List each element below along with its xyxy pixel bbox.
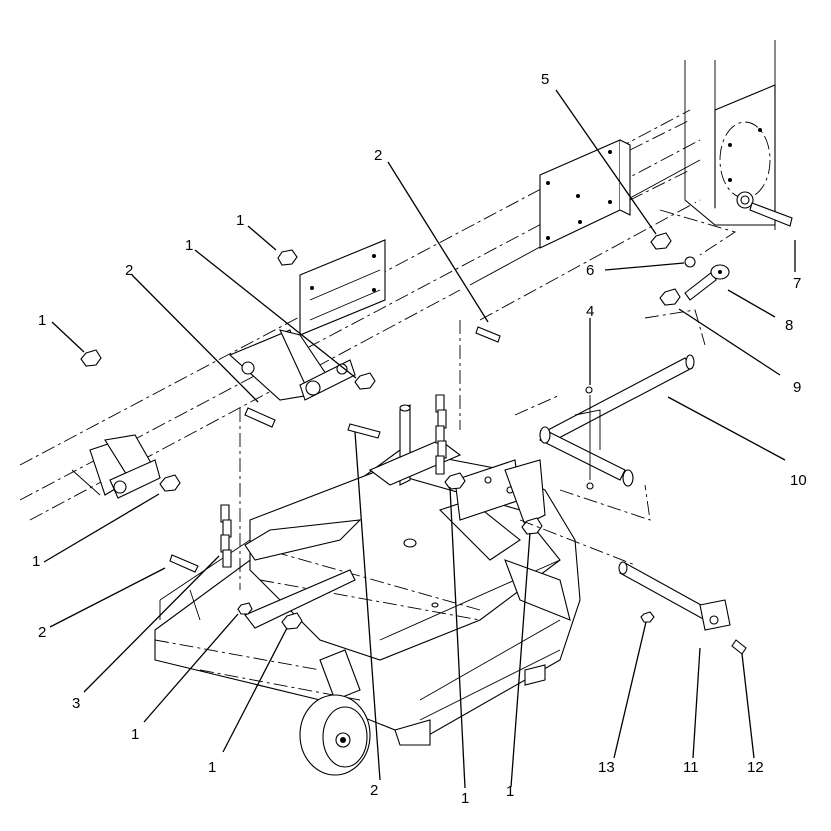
callout-7: 7 — [793, 275, 801, 292]
callout-4: 4 — [586, 303, 594, 320]
bolts — [169, 326, 747, 655]
leader-lines — [43, 89, 796, 789]
callout-1: 1 — [461, 790, 469, 807]
callout-labels: 1 2 1 1 2 5 6 7 4 8 9 10 1 2 3 1 1 2 1 1… — [32, 71, 807, 807]
callout-10: 10 — [790, 472, 807, 489]
callout-1: 1 — [236, 212, 244, 229]
mower-deck — [154, 449, 581, 746]
callout-5: 5 — [541, 71, 549, 88]
front-wheel — [299, 649, 371, 776]
left-hanger-bracket — [71, 434, 161, 499]
mid-hanger-bracket — [228, 329, 356, 401]
callout-11: 11 — [683, 759, 699, 776]
callout-9: 9 — [793, 379, 801, 396]
callout-2: 2 — [38, 624, 46, 641]
callout-6: 6 — [586, 262, 594, 279]
callout-8: 8 — [785, 317, 793, 334]
callout-2: 2 — [374, 147, 382, 164]
pivot-shaft — [519, 519, 731, 631]
callout-3: 3 — [72, 695, 80, 712]
callout-1: 1 — [506, 783, 514, 800]
callout-12: 12 — [747, 759, 764, 776]
callout-2: 2 — [125, 262, 133, 279]
chains — [220, 320, 461, 590]
lift-shaft — [514, 354, 695, 521]
callout-1: 1 — [38, 312, 46, 329]
engine-mount-frame — [539, 40, 793, 256]
nuts — [80, 232, 696, 630]
rod-end — [644, 264, 730, 346]
callout-1: 1 — [208, 759, 216, 776]
callout-1: 1 — [131, 726, 139, 743]
callout-1: 1 — [185, 237, 193, 254]
right-deck-bracket — [454, 459, 546, 526]
callout-1: 1 — [32, 553, 40, 570]
left-frame-plate — [299, 239, 386, 336]
callout-2: 2 — [370, 782, 378, 799]
callout-13: 13 — [598, 759, 615, 776]
